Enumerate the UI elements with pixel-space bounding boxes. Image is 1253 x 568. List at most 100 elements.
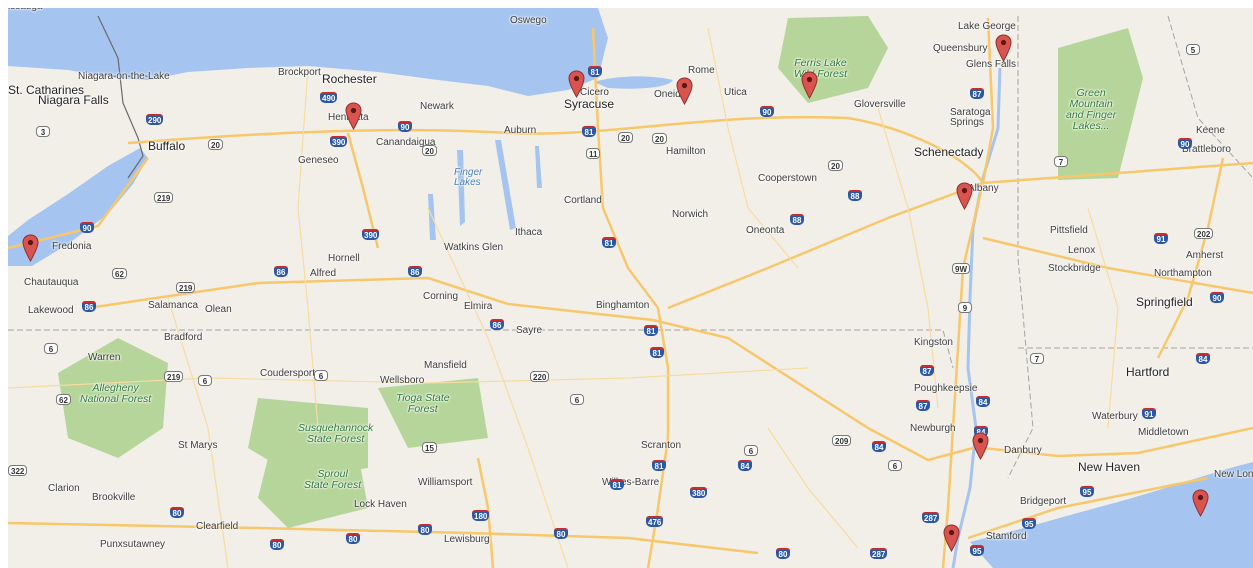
city-label-williamsport: Williamsport bbox=[418, 477, 473, 488]
long-island-sound bbox=[970, 462, 1253, 568]
map-pin-icon bbox=[676, 77, 693, 105]
interstate-shield-390: 390 bbox=[362, 229, 380, 240]
interstate-shield-80: 80 bbox=[170, 507, 184, 518]
city-label-alfred: Alfred bbox=[310, 268, 337, 279]
us-route-shield-6: 6 bbox=[314, 370, 328, 381]
city-label-pittsfield: Pittsfield bbox=[1050, 225, 1088, 236]
city-label-bradford: Bradford bbox=[164, 332, 203, 343]
interstate-shield-95: 95 bbox=[1022, 518, 1036, 529]
marker-henrietta[interactable] bbox=[345, 102, 362, 130]
us-route-shield-6: 6 bbox=[888, 460, 902, 471]
city-label-poughkeepsie: Poughkeepsie bbox=[914, 383, 978, 394]
seneca-lake bbox=[457, 150, 465, 226]
lake-erie bbox=[8, 148, 148, 266]
interstate-shield-81: 81 bbox=[652, 460, 666, 471]
city-label-hornell: Hornell bbox=[328, 253, 360, 264]
city-label-brookville: Brookville bbox=[92, 492, 136, 503]
interstate-shield-90: 90 bbox=[1178, 138, 1192, 149]
city-label-buffalo: Buffalo bbox=[148, 139, 186, 153]
marker-albany[interactable] bbox=[956, 182, 973, 210]
marker-newburgh[interactable] bbox=[972, 432, 989, 460]
city-label-canandaigua: Canandaigua bbox=[376, 137, 436, 148]
city-label-cicero: Cicero bbox=[580, 87, 609, 98]
us-route-shield-322: 322 bbox=[8, 465, 28, 476]
us-route-shield-11: 11 bbox=[586, 148, 601, 159]
sproul-area bbox=[258, 453, 368, 528]
city-label-albany: Albany bbox=[968, 183, 999, 194]
us-route-shield-6: 6 bbox=[198, 375, 212, 386]
us-route-shield-6: 6 bbox=[44, 343, 58, 354]
map-pin-icon bbox=[801, 71, 818, 99]
city-label-corning: Corning bbox=[423, 291, 459, 302]
interstate-shield-91: 91 bbox=[1154, 233, 1168, 244]
map-canvas[interactable]: issaugaNiagara-on-the-LakeBrockportOsweg… bbox=[8, 8, 1253, 568]
interstate-shield-490: 490 bbox=[320, 92, 338, 103]
us-route-shield-6: 6 bbox=[744, 445, 758, 456]
interstate-shield-81: 81 bbox=[644, 325, 658, 336]
marker-westchester[interactable] bbox=[943, 524, 960, 552]
city-label-newark: Newark bbox=[420, 101, 454, 112]
city-label-sayre: Sayre bbox=[516, 325, 543, 336]
city-label-wellsboro: Wellsboro bbox=[380, 375, 425, 386]
interstate-shield-80: 80 bbox=[776, 548, 790, 559]
city-label-new-london: New Lon bbox=[1214, 469, 1253, 480]
map-pin-icon bbox=[956, 182, 973, 210]
city-label-bridgeport: Bridgeport bbox=[1020, 496, 1067, 507]
city-label-ithaca: Ithaca bbox=[515, 227, 543, 238]
interstate-shield-81: 81 bbox=[582, 126, 596, 137]
us-route-shield-7: 7 bbox=[1030, 353, 1044, 364]
city-label-kingston: Kingston bbox=[914, 337, 953, 348]
interstate-shield-476: 476 bbox=[646, 516, 664, 527]
city-label-geneseo: Geneseo bbox=[298, 155, 339, 166]
interstate-shield-80: 80 bbox=[554, 528, 568, 539]
city-label-hamilton: Hamilton bbox=[666, 146, 706, 157]
marker-oneida[interactable] bbox=[676, 77, 693, 105]
city-label-warren: Warren bbox=[88, 352, 121, 363]
interstate-shield-81: 81 bbox=[602, 237, 616, 248]
interstate-shield-86: 86 bbox=[82, 301, 96, 312]
city-label-glens-falls: Glens Falls bbox=[966, 59, 1017, 70]
interstate-shield-91: 91 bbox=[1142, 408, 1156, 419]
city-label-oswego: Oswego bbox=[510, 15, 547, 26]
marker-long-island[interactable] bbox=[1192, 489, 1209, 517]
map-pin-icon bbox=[22, 234, 39, 262]
interstate-shield-88: 88 bbox=[790, 214, 804, 225]
interstate-shield-87: 87 bbox=[920, 365, 934, 376]
city-label-mississauga: issauga bbox=[8, 8, 42, 12]
interstate-shield-80: 80 bbox=[270, 539, 284, 550]
marker-ferris-lake[interactable] bbox=[801, 71, 818, 99]
city-label-queensbury: Queensbury bbox=[933, 43, 988, 54]
us-route-shield-20: 20 bbox=[208, 139, 223, 150]
interstate-shield-90: 90 bbox=[760, 106, 774, 117]
city-label-syracuse: Syracuse bbox=[564, 97, 615, 111]
interstate-shield-90: 90 bbox=[80, 222, 94, 233]
canada-border bbox=[97, 15, 144, 179]
map-pin-icon bbox=[1192, 489, 1209, 517]
city-label-niagara-falls: Niagara Falls bbox=[38, 93, 109, 107]
city-label-wilkes-barre: Wilkes-Barre bbox=[602, 477, 660, 488]
marker-syracuse[interactable] bbox=[568, 70, 585, 98]
interstate-shield-390: 390 bbox=[330, 136, 348, 147]
us-route-shield-20: 20 bbox=[618, 132, 633, 143]
city-label-northampton: Northampton bbox=[1154, 268, 1212, 279]
us-route-shield-62: 62 bbox=[56, 394, 71, 405]
map-pin-icon bbox=[943, 524, 960, 552]
marker-glens-falls[interactable] bbox=[995, 34, 1012, 62]
marker-fredonia[interactable] bbox=[22, 234, 39, 262]
city-label-lenox: Lenox bbox=[1068, 245, 1096, 256]
interstate-shield-80: 80 bbox=[418, 524, 432, 535]
city-label-olean: Olean bbox=[205, 304, 232, 315]
map-pin-icon bbox=[972, 432, 989, 460]
interstate-shield-287: 287 bbox=[922, 512, 940, 523]
interstate-shield-95: 95 bbox=[970, 545, 984, 556]
city-label-auburn: Auburn bbox=[504, 125, 537, 136]
map-pin-icon bbox=[568, 70, 585, 98]
skaneateles-lake bbox=[535, 146, 542, 188]
city-label-clearfield: Clearfield bbox=[196, 521, 239, 532]
hudson-river bbox=[951, 67, 1002, 568]
city-label-chautauqua: Chautauqua bbox=[24, 277, 79, 288]
city-label-new-haven: New Haven bbox=[1078, 460, 1141, 474]
city-label-watkins-glen: Watkins Glen bbox=[444, 242, 504, 253]
city-label-elmira: Elmira bbox=[464, 301, 493, 312]
